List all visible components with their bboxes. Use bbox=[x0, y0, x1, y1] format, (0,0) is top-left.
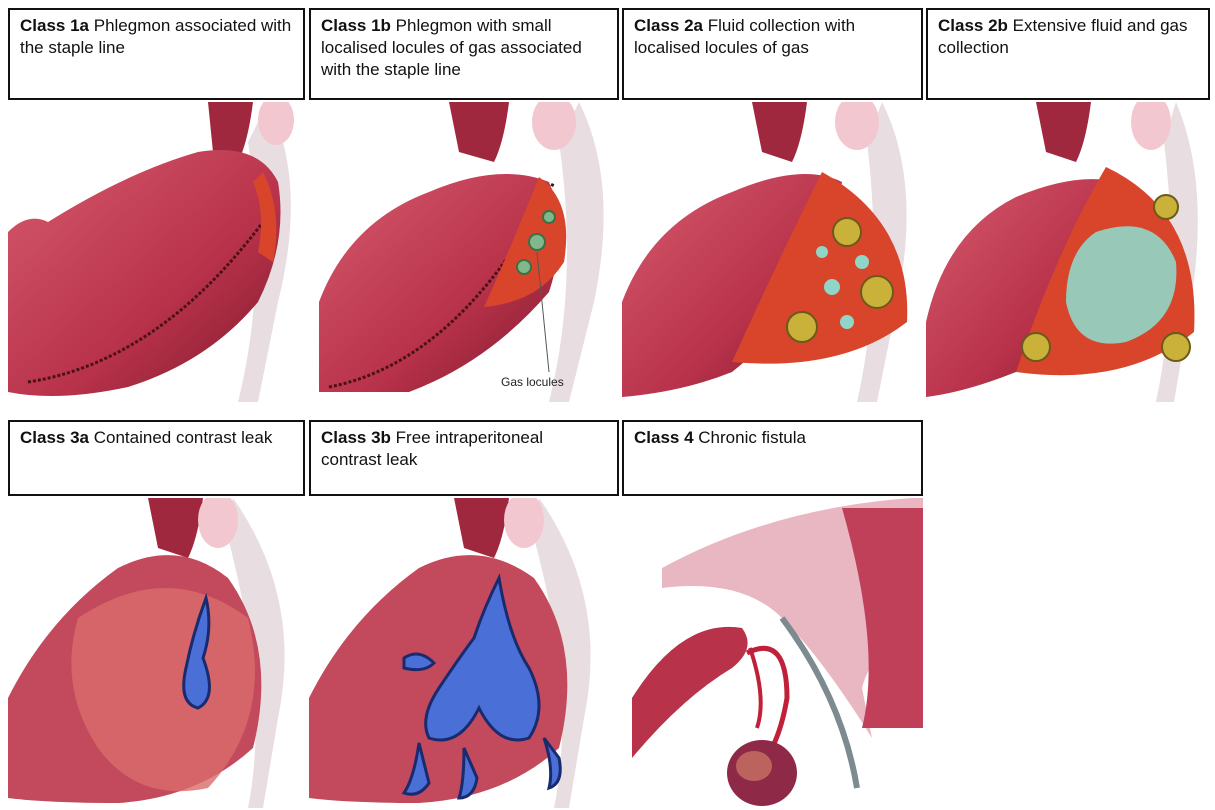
panel-code: Class 3b bbox=[321, 428, 391, 447]
panel-code: Class 2b bbox=[938, 16, 1008, 35]
illustration-class-2b bbox=[926, 102, 1210, 402]
panel-header-class-3a: Class 3a Contained contrast leak bbox=[8, 420, 305, 496]
illustration-class-3b bbox=[309, 498, 619, 808]
panel-code: Class 3a bbox=[20, 428, 89, 447]
panel-header-class-4: Class 4 Chronic fistula bbox=[622, 420, 923, 496]
illustration-class-2a bbox=[622, 102, 923, 402]
illustration-class-3a bbox=[8, 498, 305, 808]
panel-description: Contained contrast leak bbox=[94, 428, 273, 447]
gas-locule bbox=[517, 260, 531, 274]
gas-locule bbox=[543, 211, 555, 223]
panel-code: Class 1a bbox=[20, 16, 89, 35]
panel-header-class-1a: Class 1a Phlegmon associated with the st… bbox=[8, 8, 305, 100]
gas-locules-label: Gas locules bbox=[501, 375, 564, 389]
panel-header-class-2b: Class 2b Extensive fluid and gas collect… bbox=[926, 8, 1210, 100]
gas-locule bbox=[529, 234, 545, 250]
panel-code: Class 2a bbox=[634, 16, 703, 35]
panel-header-class-2a: Class 2a Fluid collection with localised… bbox=[622, 8, 923, 100]
illustration-class-4 bbox=[622, 498, 923, 808]
panel-code: Class 1b bbox=[321, 16, 391, 35]
panel-description: Chronic fistula bbox=[698, 428, 806, 447]
illustration-class-1b: Gas locules bbox=[309, 102, 619, 402]
panel-code: Class 4 bbox=[634, 428, 694, 447]
panel-header-class-1b: Class 1b Phlegmon with small localised l… bbox=[309, 8, 619, 100]
illustration-class-1a bbox=[8, 102, 305, 402]
panel-header-class-3b: Class 3b Free intraperitoneal contrast l… bbox=[309, 420, 619, 496]
